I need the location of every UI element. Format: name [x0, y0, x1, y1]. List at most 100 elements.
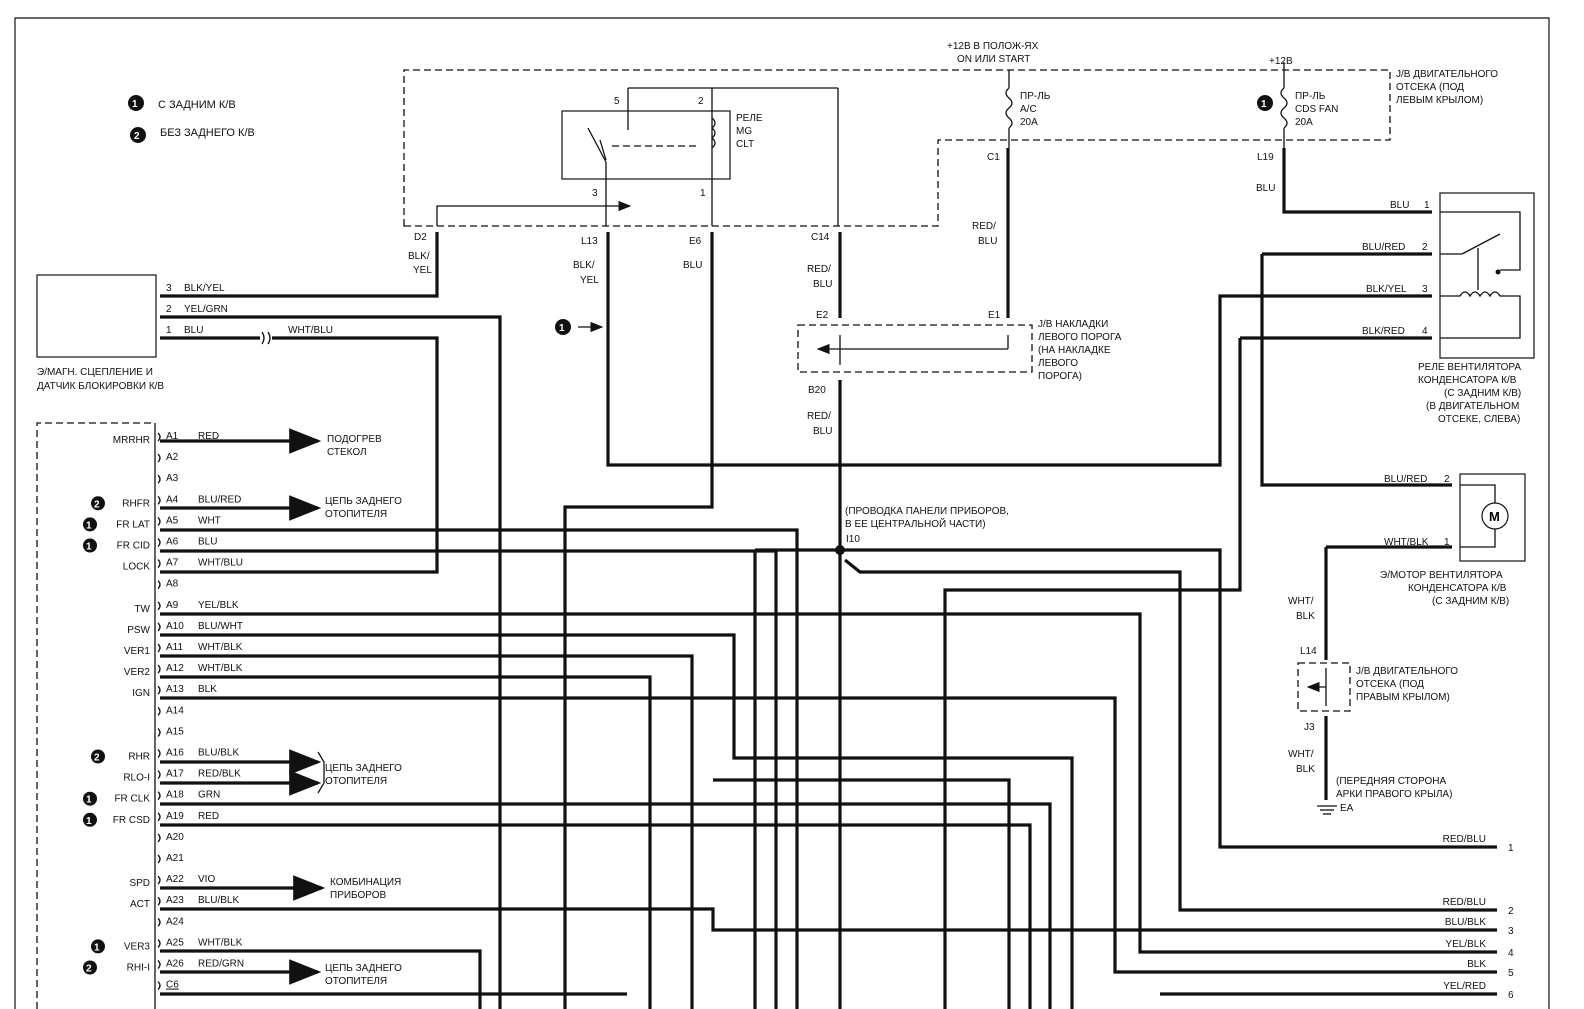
- svg-text:J/B ДВИГАТЕЛЬНОГО: J/B ДВИГАТЕЛЬНОГО: [1356, 666, 1458, 677]
- ecu-pin-name: ACT: [130, 899, 150, 910]
- ecu-pin-name: TW: [134, 604, 150, 615]
- dest-a22: КОМБИНАЦИЯ: [330, 877, 401, 888]
- svg-text:3: 3: [1422, 284, 1428, 295]
- ecu-pin-id: A21: [166, 853, 184, 864]
- svg-text:ОТСЕКЕ, СЛЕВА): ОТСЕКЕ, СЛЕВА): [1438, 414, 1520, 425]
- ecu-pin-id: A2: [166, 452, 179, 463]
- svg-text:J3: J3: [1304, 722, 1315, 733]
- pin-c14: C14: [811, 232, 830, 243]
- legend: 1 С ЗАДНИМ К/В 2 БЕЗ ЗАДНЕГО К/В: [128, 95, 255, 143]
- relay-mg-clt: 5 2 3 1 РЕЛЕ MG CLT: [561, 87, 839, 226]
- ecu-pin-name: FR CLK: [114, 794, 150, 805]
- svg-text:1: 1: [700, 188, 706, 199]
- pin-c1: C1: [987, 152, 1000, 163]
- svg-text:E1: E1: [988, 310, 1001, 321]
- dest-a26-2: ОТОПИТЕЛЯ: [325, 976, 387, 987]
- ecu-pin-id: A1: [166, 431, 179, 442]
- svg-text:2: 2: [698, 96, 704, 107]
- ecu-pin-id: A17: [166, 769, 184, 780]
- dest-a4-2: ОТОПИТЕЛЯ: [325, 509, 387, 520]
- ecu-pin-wire: BLU/BLK: [198, 895, 239, 906]
- ecu-pin-name: VER3: [124, 941, 151, 952]
- svg-text:1: 1: [86, 542, 92, 553]
- ecu-pin-id: A20: [166, 832, 184, 843]
- pin-l13: L13: [581, 236, 598, 247]
- fuse-cds-fan: ПР-ЛЬ CDS FAN 20A: [1280, 62, 1338, 148]
- ecu-pin-marker: 2: [91, 496, 105, 511]
- svg-text:BLK/YEL: BLK/YEL: [184, 283, 225, 294]
- condenser-fan-motor: M BLU/RED 2 WHT/BLK 1 Э/МОТОР ВЕНТИЛЯТОР…: [1380, 473, 1526, 607]
- ecu-pin-id: A19: [166, 811, 184, 822]
- wire-label-e6: BLU: [683, 260, 702, 271]
- ecu-pin-name: FR LAT: [116, 519, 150, 530]
- ecu-pin-wire: BLK: [198, 684, 217, 695]
- wire-label-l13-2: YEL: [580, 275, 599, 286]
- output-wire-label: YEL/BLK: [1445, 939, 1486, 950]
- splice-label: (ПРОВОДКА ПАНЕЛИ ПРИБОРОВ,: [845, 506, 1009, 517]
- wire-label-c14-2: BLU: [813, 279, 832, 290]
- svg-text:M: M: [1489, 509, 1500, 524]
- svg-text:WHT/: WHT/: [1288, 749, 1314, 760]
- ecu-pin-row: A24: [157, 916, 184, 927]
- svg-text:B20: B20: [808, 385, 826, 396]
- relay-condenser-fan: BLU 1 BLU/RED 2 BLK/YEL 3 BLK/RED 4 РЕЛЕ…: [1362, 192, 1535, 425]
- supply-ign-label-2: ON ИЛИ START: [957, 54, 1030, 65]
- ecu-pin-wire: WHT/BLK: [198, 663, 243, 674]
- ecu-pin-wire: RED: [198, 431, 219, 442]
- ecu-pin-wire: BLU/WHT: [198, 621, 243, 632]
- ecu-pin-id: A15: [166, 726, 184, 737]
- supply-ign-label: +12В В ПОЛОЖ-ЯХ: [947, 41, 1039, 52]
- ecu-pin-id: A11: [166, 642, 183, 653]
- legend-marker-2: 2: [130, 127, 146, 143]
- fuse-ac: ПР-ЛЬ A/C 20A: [1005, 70, 1051, 148]
- svg-text:РЕЛЕ ВЕНТИЛЯТОРА: РЕЛЕ ВЕНТИЛЯТОРА: [1418, 362, 1521, 373]
- svg-text:CLT: CLT: [736, 139, 754, 150]
- ecu-pin-name: LOCK: [123, 562, 151, 573]
- ecu-pin-wire: VIO: [198, 874, 215, 885]
- svg-text:3: 3: [166, 283, 172, 294]
- svg-text:BLK/YEL: BLK/YEL: [1366, 284, 1407, 295]
- svg-text:BLK/RED: BLK/RED: [1362, 326, 1405, 337]
- svg-text:Э/МОТОР ВЕНТИЛЯТОРА: Э/МОТОР ВЕНТИЛЯТОРА: [1380, 570, 1503, 581]
- svg-text:ЛЕВОГО ПОРОГА: ЛЕВОГО ПОРОГА: [1038, 332, 1122, 343]
- output-wire-label: YEL/RED: [1443, 981, 1486, 992]
- ecu-pin-marker: 2: [83, 960, 97, 975]
- wire-label-c1-2: BLU: [978, 236, 997, 247]
- dest-a1-2: СТЕКОЛ: [327, 447, 367, 458]
- svg-text:ЛЕВОГО: ЛЕВОГО: [1038, 358, 1078, 369]
- ecu-pin-row: A20: [157, 832, 184, 843]
- ecu-pin-marker: 1: [91, 939, 105, 954]
- svg-text:5: 5: [614, 96, 620, 107]
- output-wire-label: BLU/BLK: [1445, 917, 1486, 928]
- svg-text:BLU: BLU: [1390, 200, 1409, 211]
- svg-text:ПР-ЛЬ: ПР-ЛЬ: [1295, 91, 1326, 102]
- svg-text:WHT/BLK: WHT/BLK: [1384, 537, 1429, 548]
- wire-label-l19: BLU: [1256, 183, 1275, 194]
- ecu-pin-marker: 1: [83, 538, 97, 553]
- ecu-pin-id: A7: [166, 558, 179, 569]
- ecu-pin-id: A22: [166, 874, 184, 885]
- ecu-pin-marker: 1: [83, 791, 97, 806]
- pin-e6: E6: [689, 236, 702, 247]
- svg-text:КОНДЕНСАТОРА К/В: КОНДЕНСАТОРА К/В: [1418, 375, 1517, 386]
- ecu-pin-row: A3: [157, 473, 179, 484]
- dest-a22-2: ПРИБОРОВ: [330, 890, 387, 901]
- svg-text:1: 1: [86, 520, 92, 531]
- ecu-pin-name: IGN: [132, 688, 150, 699]
- clutch-sensor: Э/МАГН. СЦЕПЛЕНИЕ И ДАТЧИК БЛОКИРОВКИ К/…: [36, 274, 333, 392]
- dest-a16: ЦЕПЬ ЗАДНЕГО: [325, 763, 402, 774]
- svg-text:2: 2: [1444, 474, 1450, 485]
- svg-text:J/B НАКЛАДКИ: J/B НАКЛАДКИ: [1038, 319, 1108, 330]
- ecu-pin-name: RHR: [128, 752, 150, 763]
- ecu-pin-id: A10: [166, 621, 184, 632]
- ecu-pin-id: A4: [166, 494, 179, 505]
- svg-text:ПОРОГА): ПОРОГА): [1038, 371, 1082, 382]
